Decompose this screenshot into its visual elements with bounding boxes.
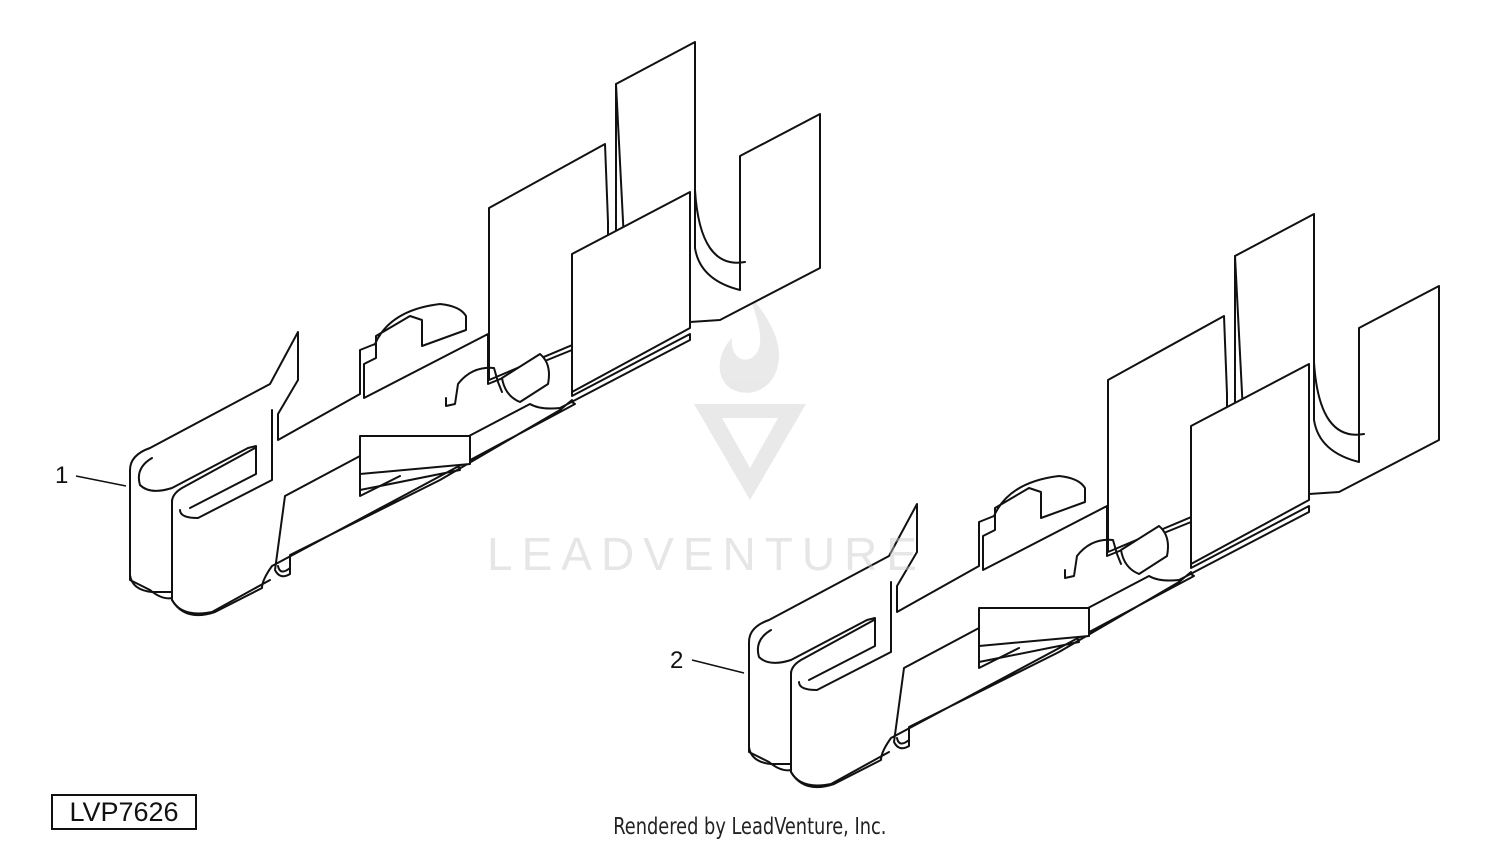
callout-label-2: 2	[670, 647, 683, 674]
watermark-text: LEADVENTURE	[487, 528, 926, 580]
leader-line-1	[75, 475, 127, 487]
footer-credit: Rendered by LeadVenture, Inc.	[613, 814, 887, 840]
reference-code-box: LVP7626	[51, 794, 197, 830]
watermark-logo	[694, 292, 806, 500]
terminal-part-1	[129, 41, 821, 616]
callout-label-1: 1	[55, 462, 68, 489]
leader-line-2	[691, 659, 745, 674]
terminal-part-2	[748, 213, 1440, 789]
